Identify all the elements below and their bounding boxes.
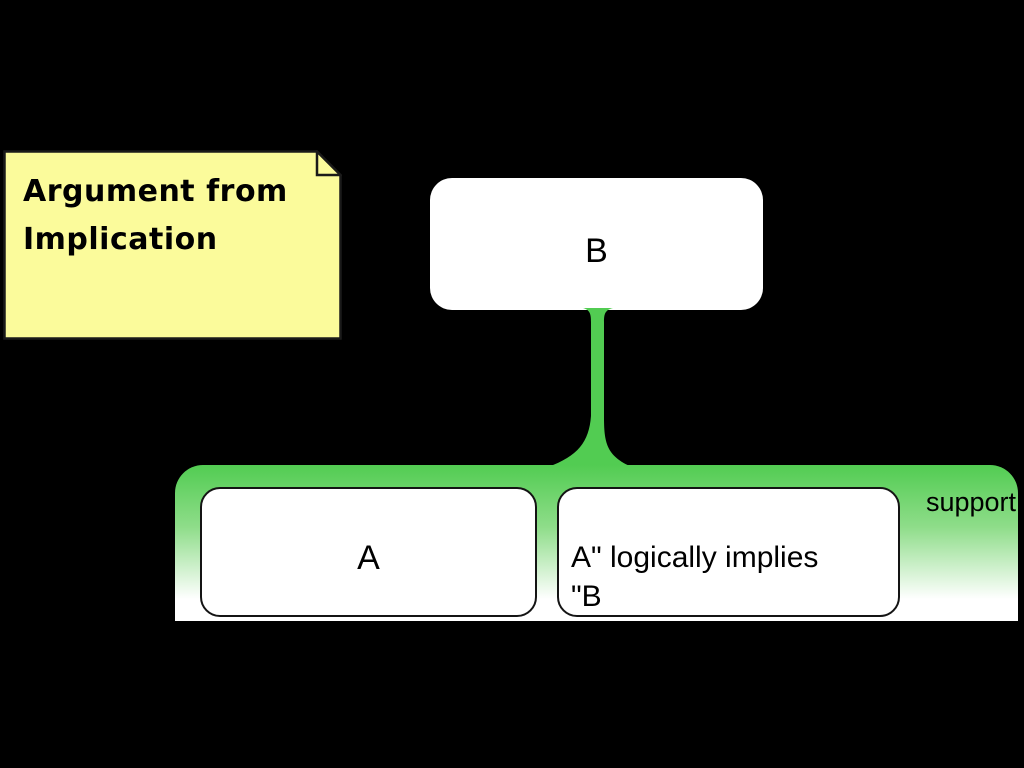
sticky-note-text: Argument from Implication (23, 174, 288, 257)
conclusion-node-b[interactable]: B (430, 178, 763, 310)
support-relation-label: support (925, 487, 1016, 517)
note-fold-corner-icon (315, 150, 342, 177)
premise-node-label: A (357, 538, 380, 577)
warrant-node-label: A" logically implies "B (571, 541, 819, 613)
support-group[interactable]: A A" logically implies "B support (175, 465, 1018, 621)
conclusion-node-label: B (585, 231, 608, 270)
sticky-note[interactable]: Argument from Implication (3, 150, 342, 340)
premise-node-a[interactable]: A (200, 487, 537, 617)
support-link-stem[interactable] (540, 306, 660, 468)
warrant-node[interactable]: A" logically implies "B (557, 487, 900, 617)
sticky-note-shape (3, 150, 342, 340)
